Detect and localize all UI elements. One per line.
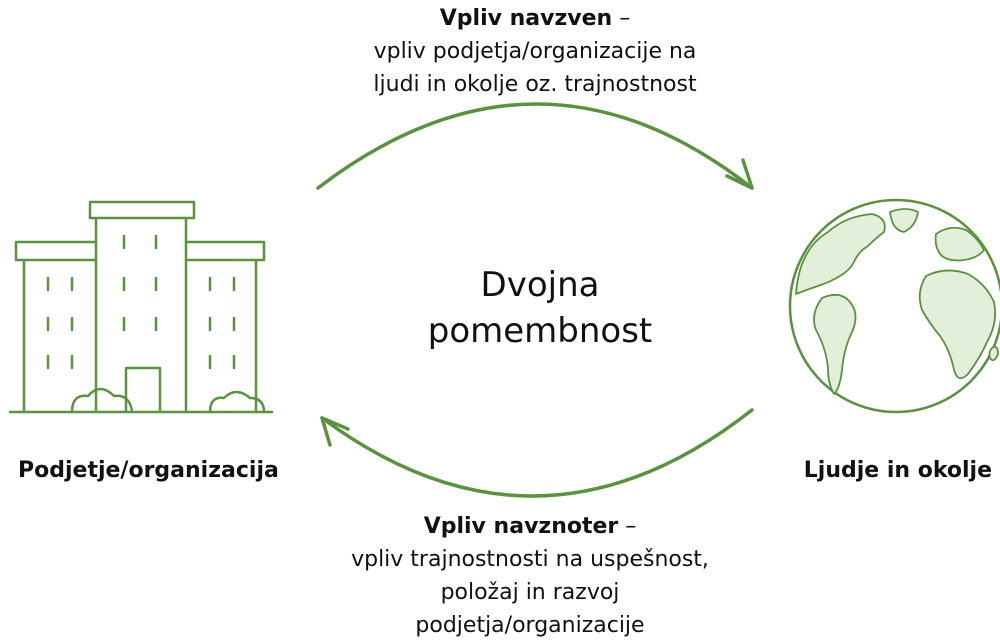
- outward-impact-heading: Vpliv navzven –: [290, 2, 780, 35]
- inward-impact-dash: –: [618, 514, 637, 539]
- outward-impact-dash: –: [612, 6, 631, 31]
- outward-impact-text: Vpliv navzven – vpliv podjetja/organizac…: [290, 2, 780, 101]
- inward-impact-line-2: položaj in razvoj: [440, 580, 620, 605]
- inward-arrow-head: [320, 416, 350, 447]
- company-label: Podjetje/organizacija: [18, 458, 279, 483]
- building-left-tower: [14, 240, 98, 414]
- diagram-title-line-1: Dvojna: [480, 265, 600, 305]
- inward-arrow: [320, 408, 754, 498]
- globe-icon: [788, 198, 1000, 414]
- diagram-title-line-2: pomembnost: [427, 311, 653, 351]
- building-center-tower: [88, 200, 196, 414]
- madagascar-shape: [988, 345, 999, 362]
- building-icon: [8, 200, 274, 414]
- greenland-shape: [889, 208, 919, 233]
- africa-shape: [918, 269, 997, 380]
- outward-impact-line-2: ljudi in okolje oz. trajnostnost: [373, 72, 697, 97]
- building-bush-left: [70, 387, 134, 414]
- south-america-shape: [813, 293, 857, 395]
- inward-impact-text: Vpliv navznoter – vpliv trajnostnosti na…: [290, 510, 770, 642]
- building-right-tower: [184, 240, 266, 414]
- europe-shape: [934, 226, 985, 262]
- outward-arrow: [316, 102, 754, 190]
- inward-impact-heading: Vpliv navznoter –: [290, 510, 770, 543]
- building-door: [124, 366, 162, 414]
- inward-impact-line-3: podjetja/organizacije: [415, 613, 645, 638]
- outward-impact-title: Vpliv navzven: [439, 6, 613, 31]
- north-america-shape: [795, 213, 886, 295]
- outward-impact-line-1: vpliv podjetja/organizacije na: [373, 39, 697, 64]
- building-windows: [46, 234, 236, 370]
- globe-continents: [795, 208, 999, 395]
- outward-arrow-head: [725, 158, 754, 190]
- building-bush-right: [208, 390, 266, 414]
- inward-impact-line-1: vpliv trajnostnosti na uspešnost,: [351, 547, 709, 572]
- people-environment-label: Ljudje in okolje: [803, 458, 992, 483]
- diagram-title: Dvojna pomembnost: [390, 262, 690, 354]
- inward-impact-title: Vpliv navznoter: [423, 514, 619, 539]
